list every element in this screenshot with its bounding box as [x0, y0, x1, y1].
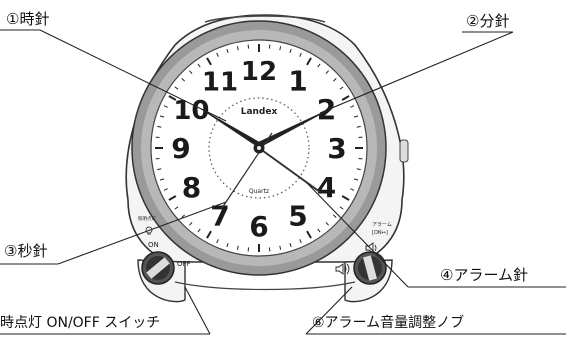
alarm-state-label: [ON↔]	[372, 230, 388, 236]
switch-off-label: OFF	[177, 260, 191, 268]
numeral-9: 9	[171, 132, 190, 165]
numeral-11: 11	[202, 67, 238, 97]
numeral-4: 4	[317, 171, 336, 204]
numeral-3: 3	[327, 132, 346, 165]
alarm-label: アラーム	[372, 222, 392, 228]
light-switch	[142, 252, 174, 284]
numeral-1: 1	[288, 64, 307, 97]
switch-on-label: ON	[148, 241, 159, 249]
movement-label: Quartz	[249, 188, 269, 195]
callout-minute-hand: ②分針	[466, 14, 509, 29]
numeral-5: 5	[288, 200, 307, 233]
numeral-12: 12	[241, 57, 277, 87]
volume-knob	[354, 252, 386, 284]
numeral-6: 6	[249, 210, 268, 243]
brand-label: Landex	[241, 107, 278, 117]
light-icon-label: 照明点灯	[138, 215, 156, 222]
callout-light-switch: 時点灯 ON/OFF スイッチ	[0, 316, 160, 330]
callout-volume-knob: ⑥アラーム音量調整ノブ	[312, 316, 464, 330]
callout-alarm-hand: ④アラーム針	[440, 268, 528, 283]
numeral-8: 8	[182, 171, 201, 204]
numeral-2: 2	[317, 93, 336, 126]
callout-hour-hand: ①時針	[6, 12, 49, 27]
callout-second-hand: ③秒針	[4, 244, 47, 259]
